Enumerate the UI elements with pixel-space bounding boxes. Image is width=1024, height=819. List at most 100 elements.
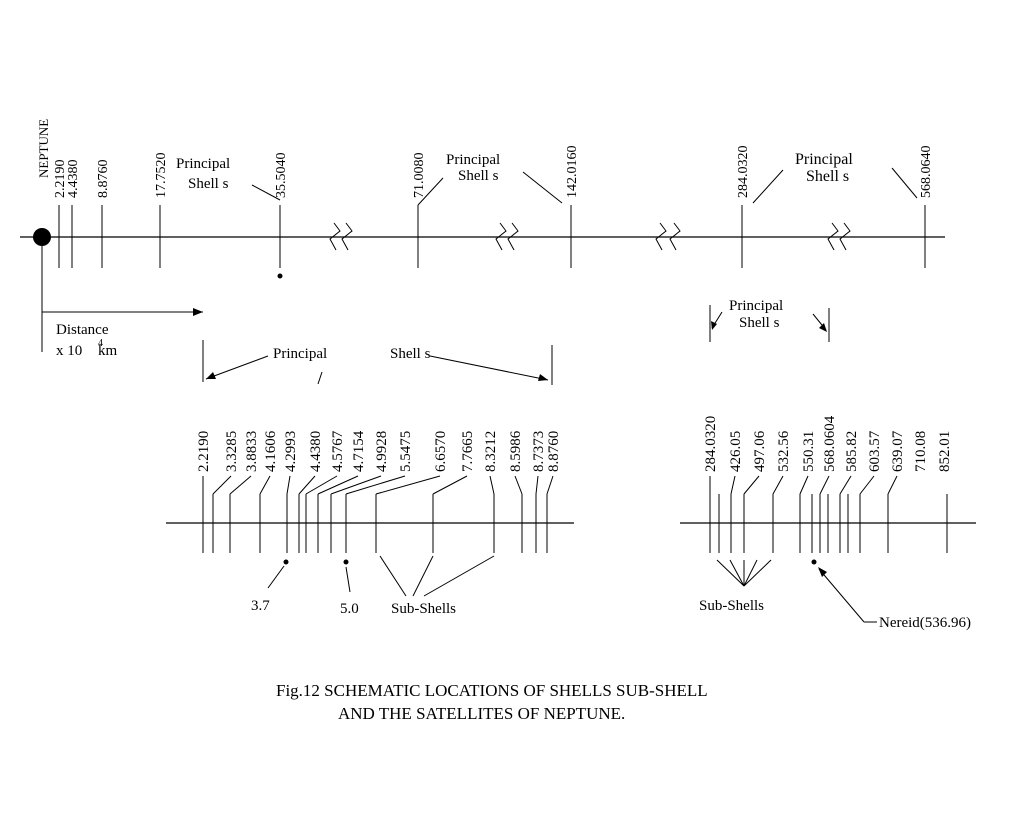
left-value-leader-8 [330, 475, 382, 495]
top-principal-1-pointer [251, 184, 281, 201]
right-principal-arrow-left [711, 321, 717, 330]
axis-break-4 [827, 222, 851, 251]
left-value-label-12: 8.3212 [483, 431, 499, 472]
right-value-leader-5 [819, 475, 830, 495]
right-value-leader-7 [859, 475, 875, 495]
left-subshells-pointer-2 [412, 555, 434, 597]
satellite-dot-3-7 [283, 559, 289, 565]
left-value-label-7: 4.7154 [351, 430, 367, 472]
satellite-label-3-7: 3.7 [251, 598, 270, 614]
top-principal-3-shells: Shell s [806, 168, 849, 185]
right-value-leader-1 [730, 475, 736, 495]
neptune-dot [33, 228, 51, 246]
left-value-leader-3 [259, 475, 271, 495]
left-value-leader-7 [317, 475, 359, 495]
right-subshells-pointer-2 [729, 559, 745, 587]
left-value-leader-12 [489, 475, 495, 495]
left-value-label-0: 2.2190 [196, 431, 212, 472]
left-subshells-pointer-1 [379, 555, 407, 597]
distance-label: Distance [56, 322, 109, 338]
left-value-leader-10 [375, 475, 441, 495]
left-value-label-3: 4.1606 [263, 430, 279, 472]
satellite-label-5-0: 5.0 [340, 601, 359, 617]
axis-break-2 [495, 222, 519, 251]
right-principal-shells: Shell s [739, 315, 780, 331]
right-value-leader-3 [772, 475, 784, 495]
left-principal-word: Principal [273, 346, 327, 362]
neptune-label: NEPTUNE [36, 119, 51, 178]
right-value-label-9: 710.08 [913, 431, 929, 472]
left-principal-arrow-right [538, 374, 548, 381]
top-value-label-2: 8.8760 [96, 160, 111, 199]
left-principal-tick [317, 371, 323, 385]
left-value-label-5: 4.4380 [308, 431, 324, 472]
left-principal-arrow-left [206, 372, 216, 379]
top-principal-2-pointer-right [522, 171, 563, 204]
top-satellite-dot [277, 273, 283, 279]
top-principal-3-word: Principal [795, 151, 853, 168]
top-principal-1-word: Principal [176, 156, 230, 172]
distance-exponent: 4 [98, 338, 103, 349]
satellite-dot-5-0 [343, 559, 349, 565]
top-principal-3-pointer-left [752, 169, 784, 204]
nereid-dot [811, 559, 817, 565]
top-value-label-3: 17.7520 [154, 153, 169, 199]
top-principal-2-pointer-left [417, 177, 444, 206]
left-value-label-1: 3.3285 [224, 431, 240, 472]
left-value-label-10: 6.6570 [433, 431, 449, 472]
right-value-label-4: 550.31 [801, 431, 817, 472]
top-value-label-1: 4.4380 [66, 160, 81, 199]
top-value-label-6: 142.0160 [565, 146, 580, 199]
top-principal-2-word: Principal [446, 152, 500, 168]
axis-break-1 [329, 222, 353, 251]
top-value-label-7: 284.0320 [736, 146, 751, 199]
right-subshells-pointer-4 [743, 559, 758, 587]
top-value-label-8: 568.0640 [919, 146, 934, 199]
left-value-label-8: 4.9928 [374, 431, 390, 472]
right-principal-word: Principal [729, 298, 783, 314]
right-principal-arrow-right [819, 323, 827, 332]
left-value-label-13: 8.5986 [508, 430, 524, 472]
right-value-label-5: 568.0604 [822, 415, 838, 472]
nereid-label: Nereid(536.96) [879, 615, 971, 631]
right-subshells-pointer-5 [743, 559, 772, 587]
caption-line-1: Fig.12 SCHEMATIC LOCATIONS OF SHELLS SUB… [276, 681, 708, 700]
left-value-leader-9 [345, 475, 406, 495]
left-value-leader-5 [298, 475, 316, 495]
left-value-leader-6 [305, 475, 338, 495]
top-principal-2-shells: Shell s [458, 168, 499, 184]
right-value-label-1: 426.05 [728, 431, 744, 472]
left-principal-pointer-right [429, 355, 549, 381]
left-value-label-15: 8.8760 [546, 431, 562, 472]
left-value-leader-4 [286, 475, 291, 495]
right-value-label-2: 497.06 [752, 430, 768, 472]
top-principal-1-shells: Shell s [188, 176, 229, 192]
left-principal-pointer-left [205, 355, 269, 380]
left-value-leader-2 [229, 475, 252, 495]
left-value-leader-15 [546, 475, 554, 495]
right-value-leader-2 [743, 475, 760, 495]
distance-arrow-head [193, 308, 203, 316]
right-value-label-10: 852.01 [937, 431, 953, 472]
right-value-label-3: 532.56 [776, 430, 792, 472]
satellite-pointer-5-0 [345, 566, 351, 593]
right-subshells-pointer-1 [716, 559, 745, 587]
top-value-label-5: 71.0080 [412, 153, 427, 199]
right-value-label-7: 603.57 [867, 430, 883, 472]
left-value-label-11: 7.7665 [460, 431, 476, 472]
left-value-leader-14 [535, 475, 539, 495]
right-value-label-8: 639.07 [890, 430, 906, 472]
distance-unit-base: x 10 [56, 343, 82, 359]
left-value-leader-13 [514, 475, 523, 495]
right-subshells-label: Sub-Shells [699, 598, 764, 614]
left-value-label-14: 8.7373 [531, 431, 547, 472]
nereid-arrow-head [818, 567, 827, 577]
right-value-leader-4 [799, 475, 809, 495]
left-subshells-pointer-3 [423, 555, 495, 597]
left-value-label-2: 3.8833 [244, 431, 260, 472]
